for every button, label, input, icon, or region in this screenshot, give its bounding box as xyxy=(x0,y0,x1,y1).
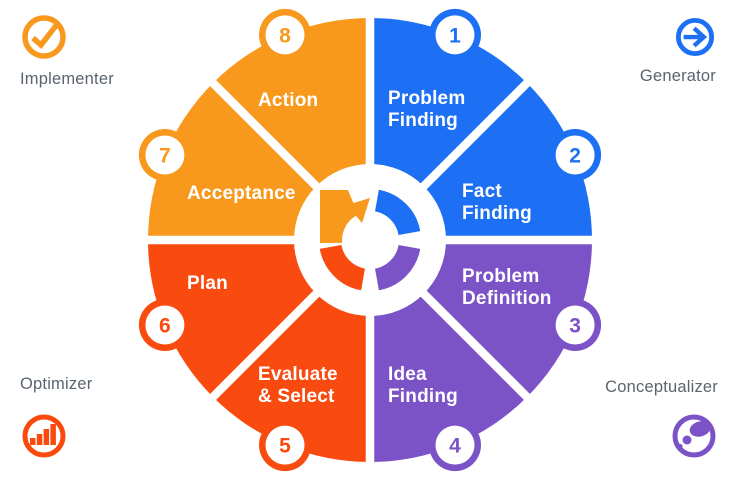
bar-chart-icon-bars xyxy=(30,424,56,445)
segment-2-badge-number: 2 xyxy=(569,145,581,168)
persona-conceptualizer-label: Conceptualizer xyxy=(605,378,718,396)
check-icon-mark xyxy=(31,21,61,49)
bar-chart-icon xyxy=(22,414,66,458)
bar-chart-icon-ring xyxy=(22,414,66,458)
cycle-arc-blue xyxy=(374,189,421,236)
segment-7-badge-inner xyxy=(145,135,185,175)
segment-3-badge-number: 3 xyxy=(569,315,581,338)
segment-5-label: Evaluate& Select xyxy=(258,364,338,407)
thought-bubble-medium xyxy=(682,435,692,445)
persona-implementer-label: Implementer xyxy=(20,70,114,88)
arrow-right-icon xyxy=(675,17,715,57)
segment-5-badge-inner xyxy=(265,425,305,465)
check-icon-ring xyxy=(22,15,66,59)
thought-bubble-icon xyxy=(672,414,716,458)
segment-7-badge-number: 7 xyxy=(159,145,171,168)
thought-bubble-small xyxy=(677,443,683,450)
segment-6-badge-number: 6 xyxy=(159,315,171,338)
arrow-right-icon-arrow xyxy=(683,26,708,48)
persona-implementer: Implementer xyxy=(20,13,114,89)
check-icon xyxy=(22,15,66,59)
wheel-center-hole xyxy=(294,164,446,316)
thought-bubble-large xyxy=(689,421,711,437)
segment-1-badge-inner xyxy=(435,15,475,55)
persona-generator-label: Generator xyxy=(639,67,716,85)
thought-bubble-icon-ring xyxy=(672,414,716,458)
arrow-right-icon-ring xyxy=(675,17,715,57)
segment-5-badge-number: 5 xyxy=(279,435,291,458)
segment-8-badge-number: 8 xyxy=(279,24,291,47)
cycle-arrowhead xyxy=(347,198,370,223)
segment-2-badge-inner xyxy=(555,135,595,175)
segment-6-label: Plan xyxy=(187,273,228,294)
segment-8-label: Action xyxy=(258,90,318,111)
cycle-arc-purple xyxy=(374,244,421,291)
segment-3-badge-inner xyxy=(555,305,595,345)
persona-generator: Generator xyxy=(640,16,716,86)
cycle-arc-orange-tail xyxy=(320,190,359,243)
segment-4-badge-inner xyxy=(435,425,475,465)
cycle-arrow-icon xyxy=(319,189,421,291)
segment-7-label: Acceptance xyxy=(187,183,296,204)
cycle-arc-red xyxy=(319,244,366,291)
segment-8-badge-inner xyxy=(265,15,305,55)
segment-6-badge-inner xyxy=(145,305,185,345)
persona-optimizer: Optimizer xyxy=(20,375,92,460)
segment-1-badge-number: 1 xyxy=(449,24,461,47)
segment-4-badge-number: 4 xyxy=(449,435,461,458)
persona-optimizer-label: Optimizer xyxy=(20,375,93,393)
persona-conceptualizer: Conceptualizer xyxy=(605,378,718,460)
